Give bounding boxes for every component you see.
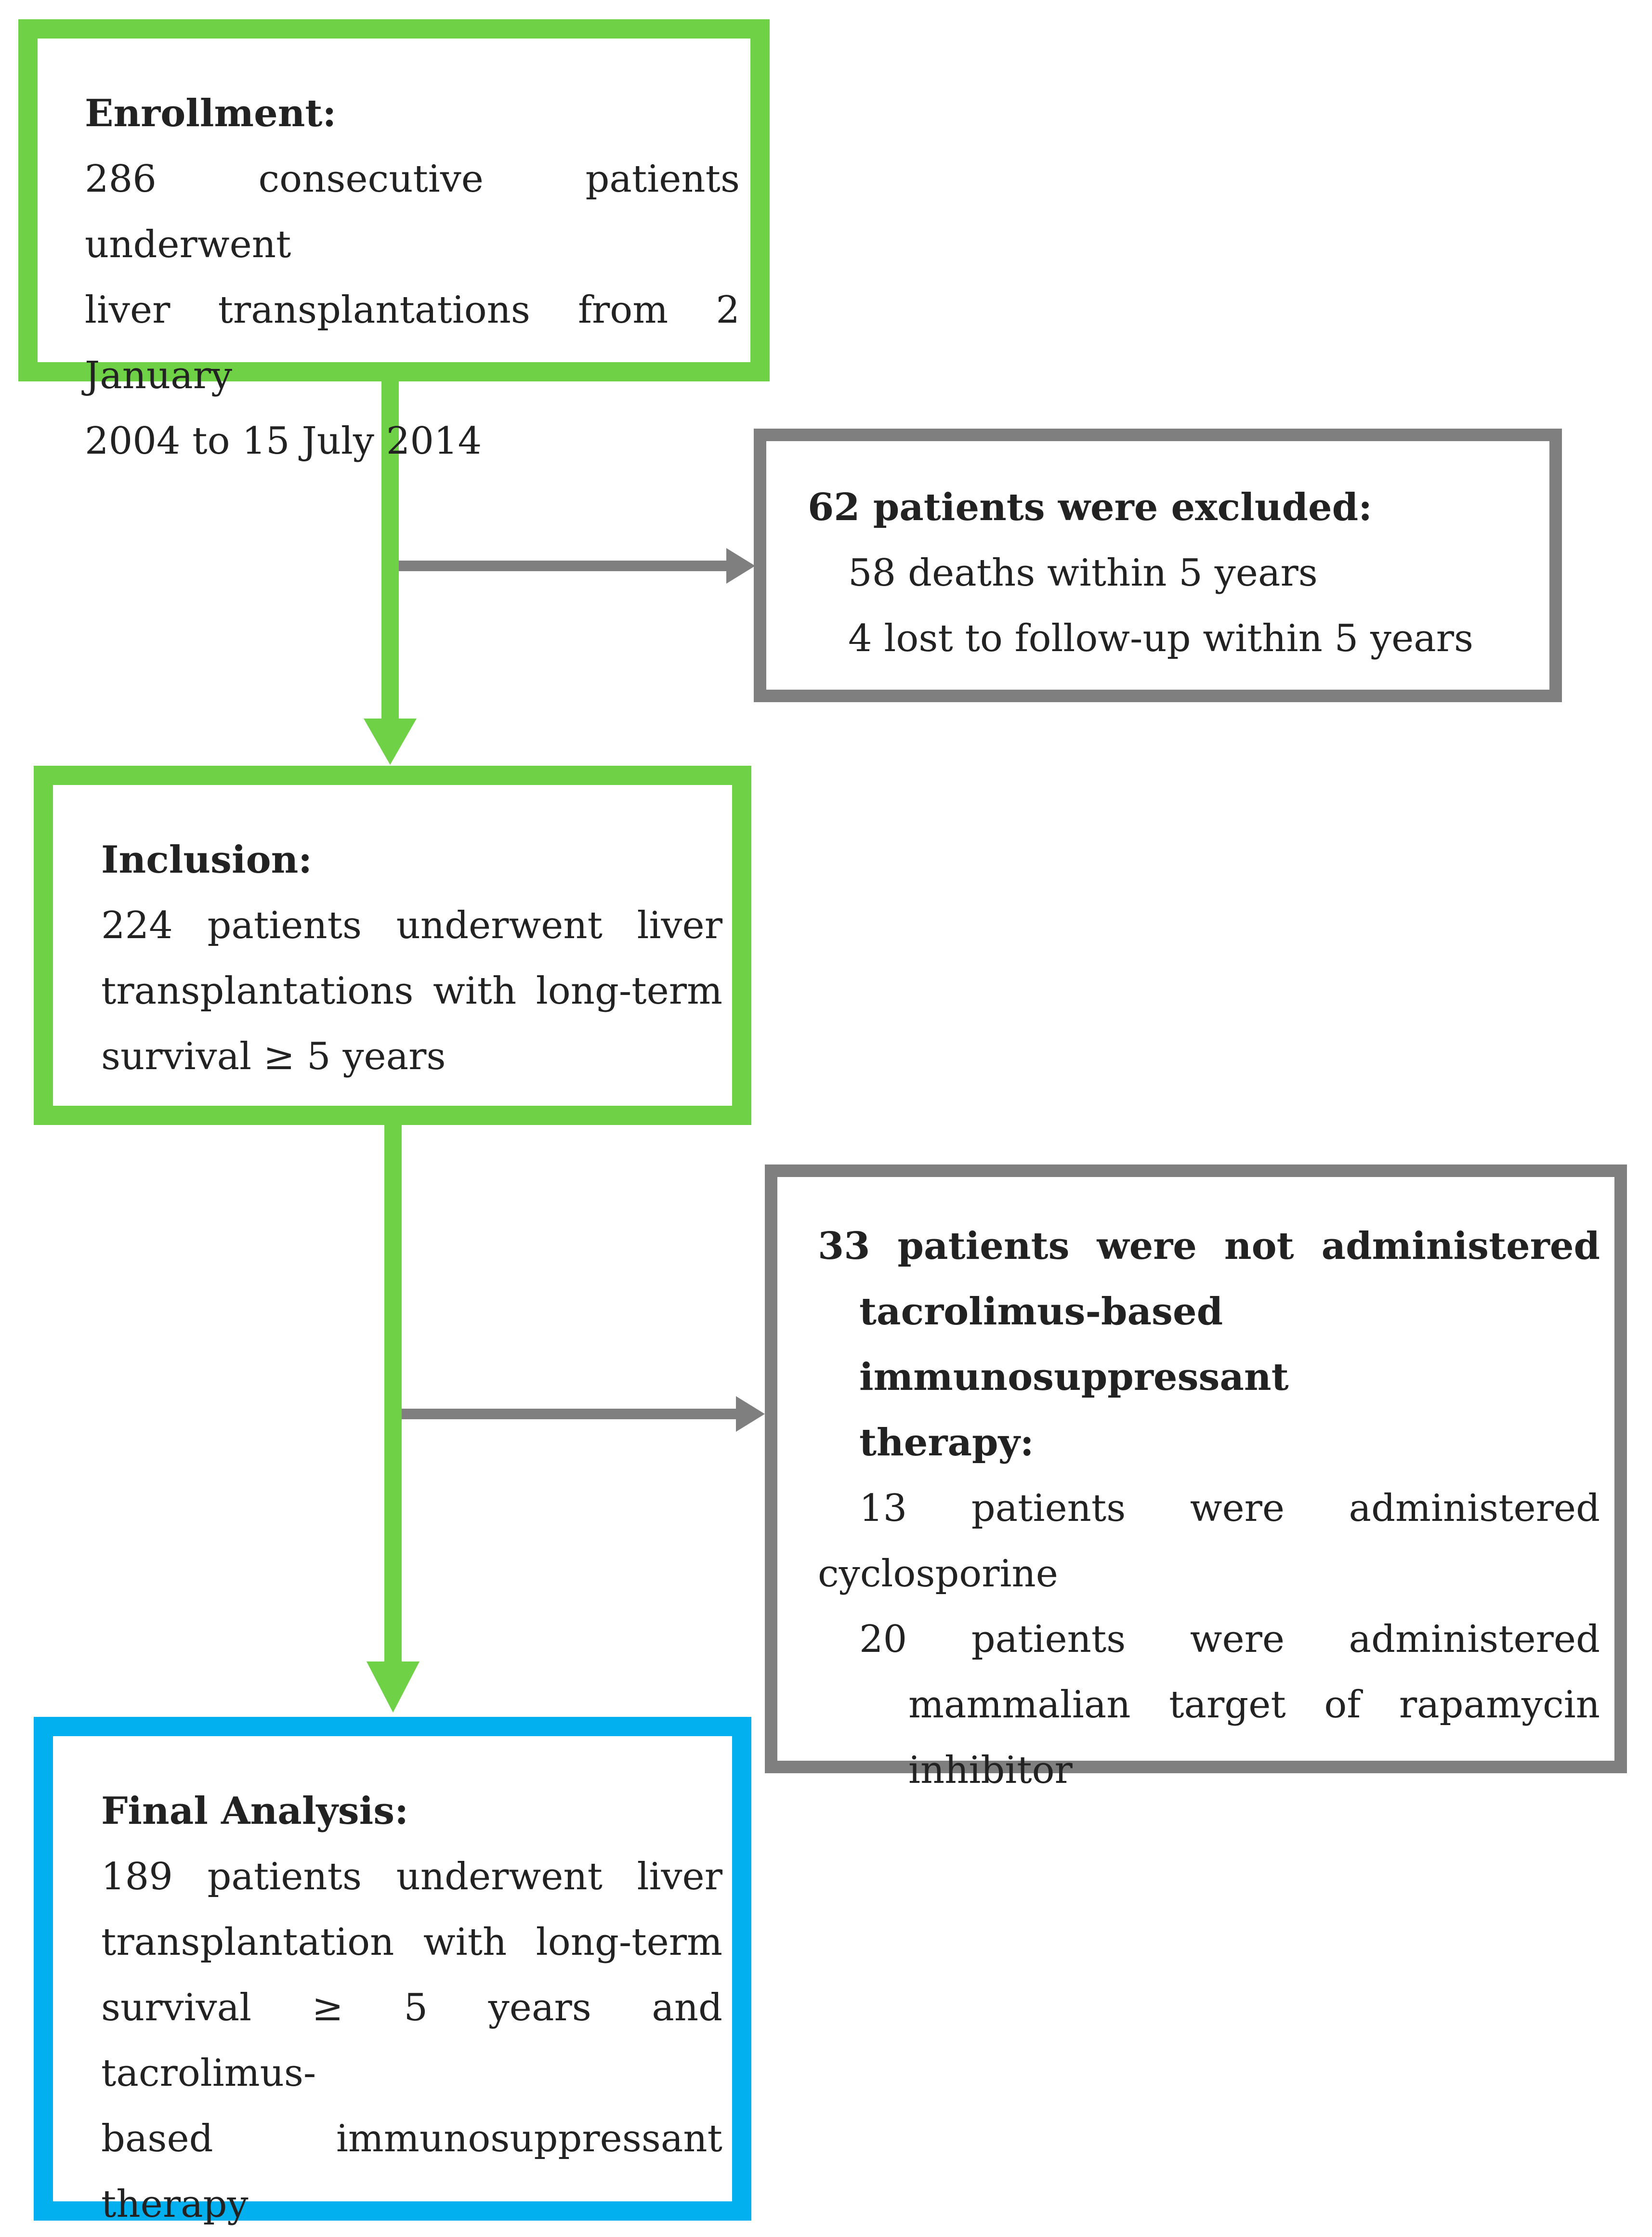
- inclusion-line-3: survival ≥ 5 years: [101, 1035, 446, 1078]
- exclusion-1-item-deaths: 58 deaths within 5 years: [848, 551, 1318, 595]
- inclusion-heading: Inclusion:: [101, 838, 313, 882]
- exclusion-arrow-2-head: [736, 1396, 765, 1432]
- main-arrow-2-head: [367, 1661, 420, 1713]
- exclusion-2-item-2-line-1: 20 patients were administered: [859, 1618, 1600, 1661]
- exclusion-2-heading-line-1: 33 patients were not administered: [818, 1224, 1600, 1268]
- exclusion-2-item-2-line-3: inhibitor: [908, 1749, 1073, 1792]
- exclusion-arrow-1-head: [726, 548, 755, 584]
- exclusion-1-heading: 62 patients were excluded:: [808, 485, 1372, 529]
- enrollment-box: Enrollment: 286 consecutive patients und…: [18, 19, 770, 463]
- enrollment-heading: Enrollment:: [85, 92, 337, 135]
- exclusion-1-item-lost: 4 lost to follow-up within 5 years: [848, 617, 1474, 660]
- exclusion-box-2: 33 patients were not administered tacrol…: [765, 1164, 1627, 1792]
- main-arrow-1-head: [364, 719, 417, 765]
- final-analysis-line-2: transplantation with long-term: [101, 1921, 722, 1964]
- enrollment-line-2: liver transplantations from 2 January: [85, 288, 740, 397]
- exclusion-box-1: 62 patients were excluded: 58 deaths wit…: [754, 429, 1562, 702]
- enrollment-line-1: 286 consecutive patients underwent: [85, 157, 740, 266]
- inclusion-box: Inclusion: 224 patients underwent liver …: [34, 766, 751, 1125]
- final-analysis-line-3: survival ≥ 5 years and tacrolimus-: [101, 1986, 722, 2095]
- exclusion-2-heading-line-2: tacrolimus-based immunosuppressant: [859, 1290, 1289, 1399]
- inclusion-line-1: 224 patients underwent liver: [101, 904, 722, 947]
- enrollment-line-3: 2004 to 15 July 2014: [85, 419, 482, 463]
- exclusion-2-item-1-line-2: cyclosporine: [818, 1552, 1058, 1596]
- exclusion-2-heading-line-3: therapy:: [859, 1421, 1034, 1465]
- exclusion-2-item-1-line-1: 13 patients were administered: [859, 1487, 1600, 1530]
- final-analysis-box: Final Analysis: 189 patients underwent l…: [34, 1717, 751, 2226]
- final-analysis-line-1: 189 patients underwent liver: [101, 1855, 722, 1898]
- exclusion-2-item-2-line-2: mammalian target of rapamycin: [908, 1683, 1600, 1727]
- final-analysis-line-4: based immunosuppressant: [101, 2117, 722, 2160]
- final-analysis-line-5: therapy: [101, 2183, 249, 2226]
- inclusion-line-2: transplantations with long-term: [101, 969, 722, 1013]
- final-analysis-heading: Final Analysis:: [101, 1789, 409, 1833]
